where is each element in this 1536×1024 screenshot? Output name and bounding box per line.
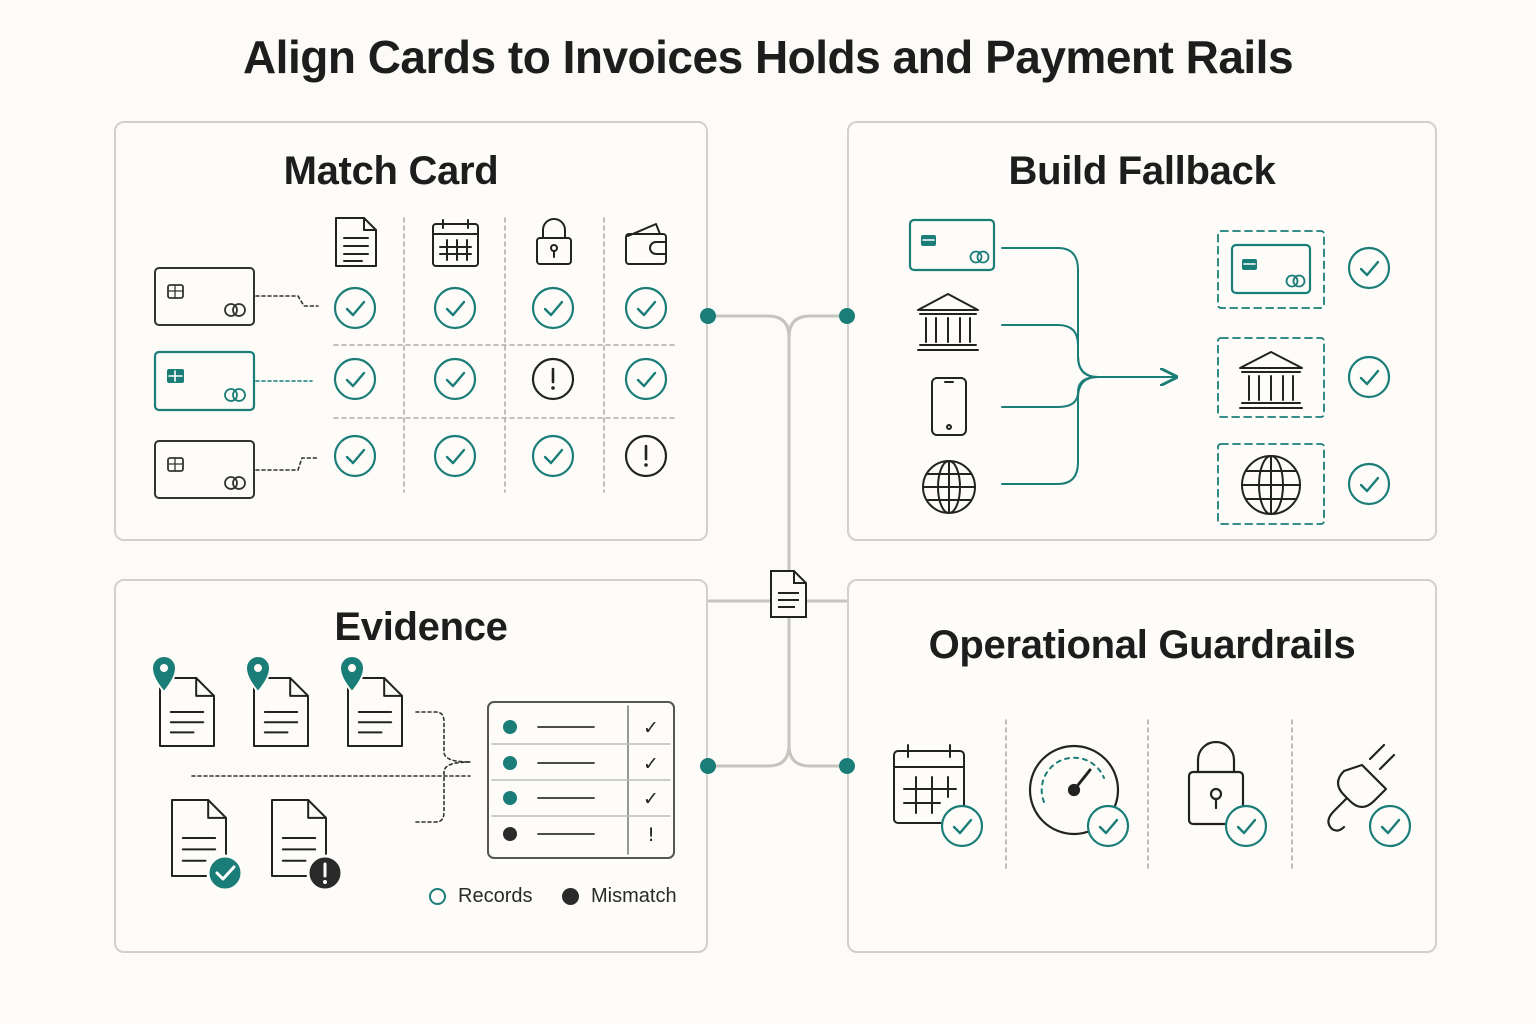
operational-guardrails-title: Operational Guardrails bbox=[928, 623, 1356, 667]
wallet-icon bbox=[625, 223, 667, 265]
fallback-source-bank bbox=[917, 293, 979, 351]
calendar-icon bbox=[432, 219, 479, 267]
location-pin-icon bbox=[339, 655, 365, 693]
fallback-source-phone bbox=[931, 377, 967, 436]
fallback-merge-lines bbox=[1001, 247, 1176, 485]
evidence-checked-document-2-icon bbox=[271, 799, 327, 877]
evidence-legend-mismatch: Mismatch bbox=[562, 885, 677, 908]
match-status-r2-c4-check-icon bbox=[624, 357, 668, 401]
fallback-target-card bbox=[1230, 243, 1312, 295]
ledger-row-mark: ✓ bbox=[643, 788, 659, 810]
card-leaders bbox=[255, 295, 319, 471]
guardrail-2-check-icon bbox=[1086, 804, 1130, 848]
match-status-r3-c4-alert-icon bbox=[624, 434, 668, 478]
guardrail-gauge-icon bbox=[1028, 744, 1120, 836]
document-icon bbox=[770, 570, 807, 618]
ledger-row: ✓ bbox=[503, 788, 659, 810]
fallback-target-globe bbox=[1241, 455, 1301, 515]
guardrail-3-check-icon bbox=[1224, 804, 1268, 848]
evidence-document-1-check-badge bbox=[206, 854, 244, 892]
evidence-pinned-document-1-icon bbox=[159, 677, 215, 747]
node-guardrails-in bbox=[839, 758, 855, 774]
evidence-document-2-alert-badge bbox=[306, 854, 344, 892]
connector-nodes bbox=[700, 308, 855, 774]
fallback-target-2-check-icon bbox=[1347, 355, 1391, 399]
guardrail-4-check-icon bbox=[1368, 804, 1412, 848]
ledger-row: ! bbox=[503, 824, 655, 846]
guardrail-1-check-icon bbox=[940, 804, 984, 848]
match-grid bbox=[333, 217, 677, 493]
match-status-r3-c1-check-icon bbox=[333, 434, 377, 478]
match-status-r1-c3-check-icon bbox=[531, 286, 575, 330]
ledger-row-dot bbox=[503, 720, 517, 734]
invoice-icon bbox=[335, 217, 377, 267]
evidence-checked-document-1-icon bbox=[171, 799, 227, 877]
ledger-row: ✓ bbox=[503, 717, 659, 739]
evidence-pinned-document-2-icon bbox=[253, 677, 309, 747]
location-pin-icon bbox=[151, 655, 177, 693]
match-card-title: Match Card bbox=[283, 149, 499, 193]
fallback-target-1-check-icon bbox=[1347, 246, 1391, 290]
evidence-pinned-document-3-icon bbox=[347, 677, 403, 747]
evidence-ledger-table bbox=[487, 701, 675, 859]
ledger-row-mark: ✓ bbox=[643, 753, 659, 775]
node-fallback-in bbox=[839, 308, 855, 324]
guardrail-dividers bbox=[1005, 719, 1293, 869]
fallback-source-card bbox=[908, 218, 996, 272]
connector-match-to-hub bbox=[708, 314, 791, 768]
location-pin-icon bbox=[245, 655, 271, 693]
legend-mismatch-label: Mismatch bbox=[591, 885, 677, 907]
guardrail-calendar-icon bbox=[893, 744, 965, 824]
guardrail-lock-icon bbox=[1187, 740, 1245, 826]
card-row-1-card bbox=[154, 267, 255, 326]
match-status-r3-c3-check-icon bbox=[531, 434, 575, 478]
evidence-title: Evidence bbox=[334, 605, 508, 649]
node-match-out bbox=[700, 308, 716, 324]
ledger-row-dot bbox=[503, 756, 517, 770]
evidence-leaders bbox=[191, 711, 471, 823]
connector-hub-to-fallback bbox=[787, 314, 847, 338]
legend-mismatch-swatch bbox=[562, 888, 579, 905]
ledger-row: ✓ bbox=[503, 753, 659, 775]
fallback-source-globe bbox=[922, 460, 976, 514]
build-fallback-title: Build Fallback bbox=[1008, 149, 1276, 193]
card-row-3-card bbox=[154, 440, 255, 499]
match-status-r3-c2-check-icon bbox=[433, 434, 477, 478]
build-fallback-panel: Build Fallback bbox=[847, 121, 1437, 541]
match-status-r2-c1-check-icon bbox=[333, 357, 377, 401]
fallback-target-bank bbox=[1239, 351, 1303, 409]
fallback-target-3-check-icon bbox=[1347, 462, 1391, 506]
card-row-2-card-highlighted bbox=[153, 350, 256, 412]
match-status-r1-c1-check-icon bbox=[333, 286, 377, 330]
page-title: Align Cards to Invoices Holds and Paymen… bbox=[242, 31, 1294, 83]
guardrail-plug-icon bbox=[1327, 743, 1396, 832]
legend-records-label: Records bbox=[458, 885, 533, 907]
ledger-row-dot bbox=[503, 827, 517, 841]
match-status-r1-c2-check-icon bbox=[433, 286, 477, 330]
legend-records-swatch bbox=[429, 888, 446, 905]
evidence-legend-records: Records bbox=[429, 885, 532, 908]
match-status-r2-c3-alert-icon bbox=[531, 357, 575, 401]
fallback-target-frames bbox=[1217, 230, 1325, 525]
match-status-r1-c4-check-icon bbox=[624, 286, 668, 330]
lock-icon bbox=[536, 218, 572, 265]
ledger-row-mark: ✓ bbox=[643, 717, 659, 739]
node-evidence-out bbox=[700, 758, 716, 774]
connector-hub-to-guardrails bbox=[787, 744, 847, 768]
ledger-row-mark: ! bbox=[647, 824, 655, 846]
ledger-row-dot bbox=[503, 791, 517, 805]
match-status-r2-c2-check-icon bbox=[433, 357, 477, 401]
